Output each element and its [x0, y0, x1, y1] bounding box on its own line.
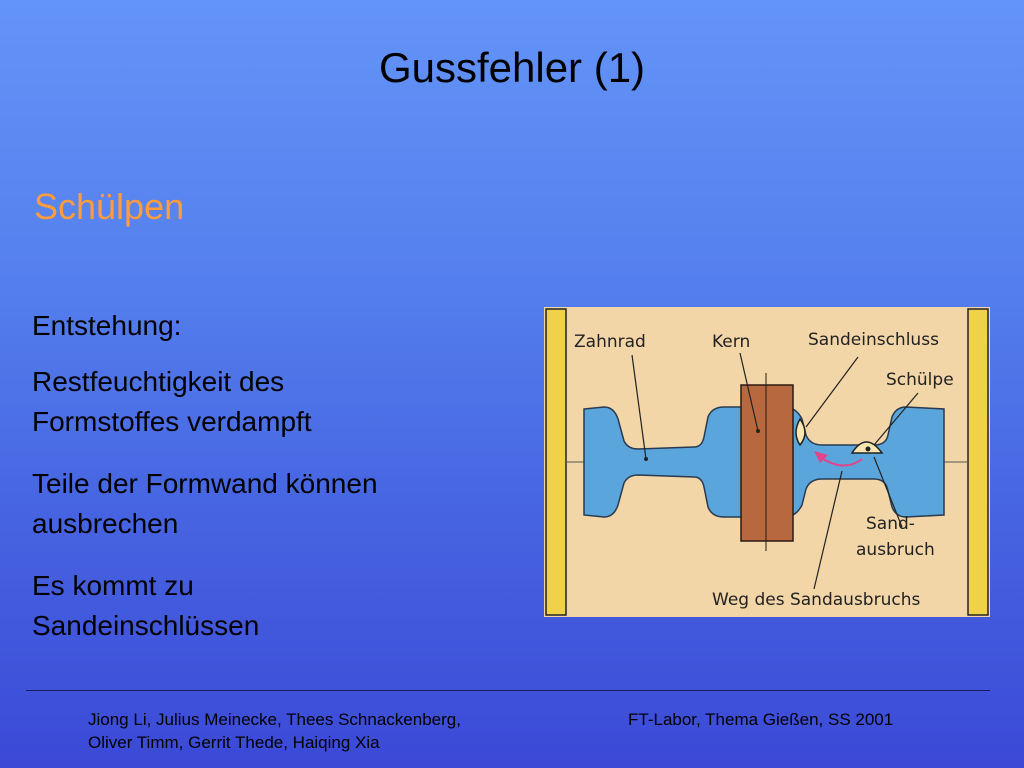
footer-authors-line2: Oliver Timm, Gerrit Thede, Haiqing Xia — [88, 733, 380, 752]
footer-authors: Jiong Li, Julius Meinecke, Thees Schnack… — [88, 708, 461, 754]
left-mould-wall — [545, 308, 567, 616]
bullet-item-line1: Es kommt zu — [32, 570, 194, 601]
leader-sandausbruch — [873, 456, 903, 528]
schuelpe-point — [865, 446, 871, 452]
core — [740, 384, 794, 542]
leader-zahnrad — [631, 354, 647, 460]
bullet-heading: Entstehung: — [32, 310, 182, 341]
leader-schuelpe — [873, 392, 919, 446]
leader-kern-dot — [756, 429, 760, 433]
bullet-item-line2: ausbrechen — [32, 508, 179, 539]
bullet-item-line1: Restfeuchtigkeit des — [32, 366, 285, 397]
leader-weg — [813, 470, 843, 590]
label-zahnrad: Zahnrad — [574, 332, 646, 352]
bullet-list: Entstehung: Restfeuchtigkeit des Formsto… — [32, 306, 492, 668]
footer-divider — [26, 690, 990, 691]
leader-zahnrad-dot — [644, 457, 648, 461]
bullet-item-line2: Sandeinschlüssen — [32, 610, 260, 641]
breakout-path-arrow — [819, 456, 863, 467]
footer-course: FT-Labor, Thema Gießen, SS 2001 — [628, 710, 894, 729]
label-kern: Kern — [712, 332, 750, 352]
leader-sandeinschluss — [805, 356, 859, 428]
sand-casting-diagram: Zahnrad Kern Sandeinschluss Schülpe Sand… — [544, 307, 990, 617]
label-sand: Sand- — [866, 514, 915, 534]
bullet-item: Teile der Formwand können ausbrechen — [32, 464, 492, 544]
label-ausbruch: ausbruch — [856, 540, 935, 560]
breakout-arrowhead — [814, 451, 828, 463]
right-mould-wall — [967, 308, 989, 616]
slide-title: Gussfehler (1) — [378, 44, 646, 91]
bullet-item: Restfeuchtigkeit des Formstoffes verdamp… — [32, 362, 492, 442]
label-schuelpe: Schülpe — [886, 370, 954, 390]
sand-inclusion — [795, 417, 806, 447]
leader-kern — [739, 352, 759, 432]
bullet-item-line1: Teile der Formwand können — [32, 468, 378, 499]
bullet-item: Es kommt zu Sandeinschlüssen — [32, 566, 492, 646]
slide-subtitle: Schülpen — [34, 186, 185, 227]
label-weg: Weg des Sandausbruchs — [712, 590, 920, 610]
label-sandeinschluss: Sandeinschluss — [808, 330, 939, 350]
footer-authors-line1: Jiong Li, Julius Meinecke, Thees Schnack… — [88, 710, 461, 729]
bullet-item-line2: Formstoffes verdampft — [32, 406, 312, 437]
